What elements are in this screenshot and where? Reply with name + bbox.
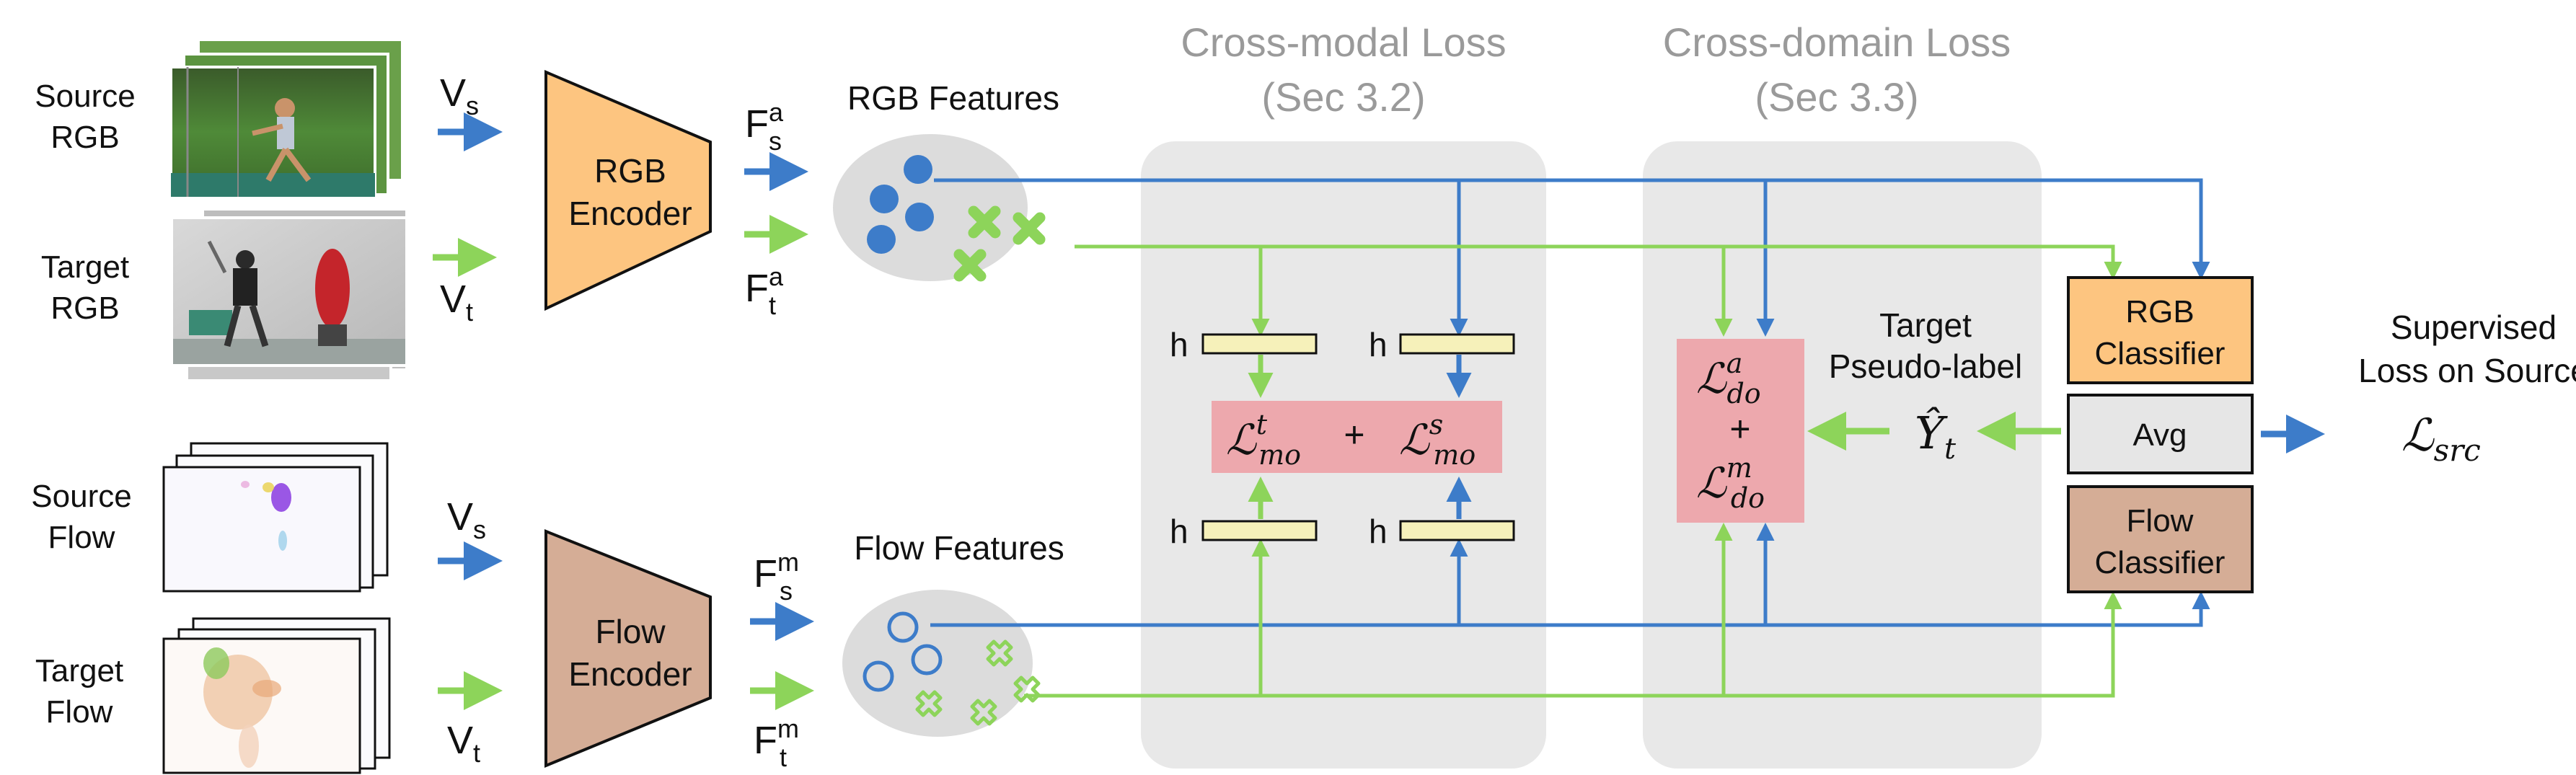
- cross-modal-loss-box: [1212, 401, 1502, 473]
- loss-plus: +: [1344, 415, 1364, 455]
- flow-encoder-label-2: Encoder: [568, 655, 692, 693]
- flow-source-feature: [863, 660, 894, 692]
- flow-features-label: Flow Features: [854, 529, 1064, 567]
- target-rgb-frames: [170, 208, 408, 382]
- source-flow-frames: [162, 442, 389, 593]
- flow-source-paths: [930, 523, 2210, 627]
- loss-src: ℒsrc: [2401, 409, 2481, 468]
- source-flow-label: Source: [31, 479, 131, 514]
- target-rgb-label-2: RGB: [50, 291, 119, 326]
- target-rgb-label: Target: [41, 249, 129, 285]
- rgb-features-label: RGB Features: [847, 79, 1059, 117]
- flow-classifier-label: Flow: [2127, 503, 2194, 539]
- supervised-loss-label-2: Loss on Source: [2358, 352, 2576, 389]
- target-flow-label-2: Flow: [46, 694, 113, 730]
- head-bar-rgb-source: [1399, 333, 1515, 355]
- rgb-source-feature: [905, 203, 934, 231]
- vs-rgb-label: Vs: [440, 71, 479, 120]
- head-label: h: [1170, 513, 1188, 550]
- flow-classifier: [2067, 485, 2254, 593]
- avg-label: Avg: [2132, 417, 2187, 453]
- rgb-classifier-label-2: Classifier: [2095, 336, 2226, 371]
- vt-flow-label: Vt: [447, 719, 480, 768]
- source-rgb-label: Source: [35, 79, 135, 114]
- cross-domain-loss-box: [1677, 339, 1804, 523]
- supervised-loss-label: Supervised: [2391, 309, 2557, 346]
- head-label: h: [1170, 326, 1188, 363]
- vt-rgb-label: Vt: [440, 278, 473, 327]
- target-flow-frames: [162, 617, 391, 774]
- head-bar-rgb-target: [1201, 333, 1318, 355]
- pseudo-label-symbol: Ŷt: [1915, 407, 1957, 466]
- pseudo-label-title: Target: [1879, 306, 1972, 344]
- rgb-encoder-label: RGB: [594, 152, 666, 190]
- target-flow-label: Target: [35, 653, 123, 688]
- rgb-encoder: [544, 69, 712, 311]
- rgb-target-paths: [1075, 244, 2122, 337]
- avg-box: [2067, 394, 2254, 474]
- flow-encoder: [544, 529, 712, 768]
- source-rgb-frames: [169, 38, 404, 198]
- flow-target-paths: [1024, 523, 2122, 698]
- source-rgb-label-2: RGB: [50, 120, 119, 155]
- cross-domain-panel: [1643, 141, 2042, 769]
- rgb-source-feature: [870, 185, 899, 213]
- cross-modal-subtitle: (Sec 3.2): [1261, 74, 1425, 120]
- flow-source-feature: [887, 611, 919, 643]
- head-bar-flow-source: [1399, 520, 1515, 541]
- rgb-source-feature: [867, 225, 896, 254]
- head-bar-flow-target: [1201, 520, 1318, 541]
- cross-domain-title: Cross-domain Loss: [1663, 19, 2011, 65]
- head-label: h: [1369, 513, 1388, 550]
- rgb-target-features: [953, 205, 1046, 282]
- rgb-source-feature: [904, 155, 932, 184]
- rgb-classifier: [2067, 276, 2254, 384]
- rgb-source-paths: [934, 178, 2210, 337]
- cross-domain-subtitle: (Sec 3.3): [1755, 74, 1918, 120]
- cross-modal-title: Cross-modal Loss: [1181, 19, 1506, 65]
- pseudo-label-title-2: Pseudo-label: [1829, 347, 2023, 385]
- loss-do-plus: +: [1729, 409, 1750, 449]
- rgb-classifier-label: RGB: [2125, 294, 2194, 329]
- flow-source-feature: [911, 644, 943, 676]
- rgb-encoder-label-2: Encoder: [568, 195, 692, 232]
- source-flow-label-2: Flow: [48, 520, 115, 555]
- flow-encoder-label: Flow: [595, 613, 666, 650]
- vs-flow-label: Vs: [447, 495, 486, 544]
- head-label: h: [1369, 326, 1388, 363]
- flow-classifier-label-2: Classifier: [2095, 545, 2226, 580]
